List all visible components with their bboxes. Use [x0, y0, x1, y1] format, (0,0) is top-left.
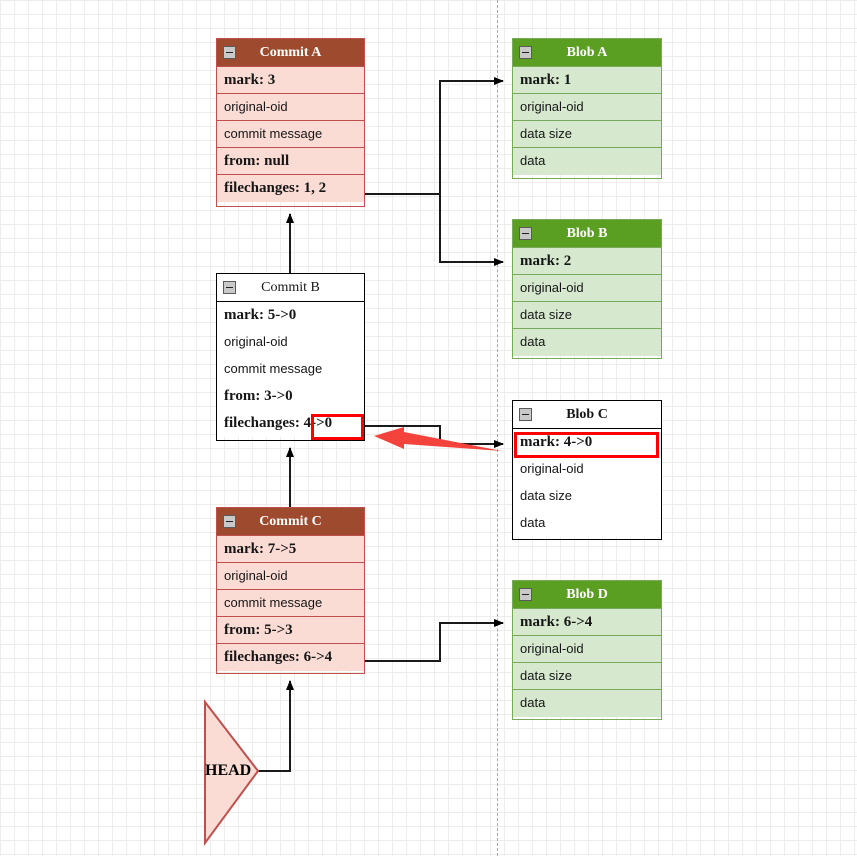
commit-c-row-filechanges: filechanges: 6->4 [217, 644, 364, 671]
commit-a-row-mark: mark: 3 [217, 67, 364, 94]
entity-blob-c[interactable]: Blob C mark: 4->0 original-oid data size… [512, 400, 662, 540]
minus-box-icon[interactable] [519, 227, 532, 240]
commit-c-row-from: from: 5->3 [217, 617, 364, 644]
blob-d-row-data-size: data size [513, 663, 661, 690]
head-pointer-shape [204, 699, 260, 847]
entity-blob-d[interactable]: Blob D mark: 6->4 original-oid data size… [512, 580, 662, 720]
commit-b-title: Commit B [261, 280, 320, 295]
commit-c-header: Commit C [217, 508, 364, 536]
minus-box-icon[interactable] [223, 46, 236, 59]
minus-box-icon[interactable] [223, 515, 236, 528]
blob-d-title: Blob D [566, 587, 608, 602]
connector-commit-a-to-blob-b [439, 194, 504, 266]
annotation-red-arrow [374, 427, 502, 451]
blob-c-row-data: data [513, 510, 661, 537]
commit-b-row-filechanges: filechanges: 4->0 [217, 410, 364, 437]
blob-b-row-data-size: data size [513, 302, 661, 329]
page-break-line [497, 0, 498, 856]
blob-a-row-data-size: data size [513, 121, 661, 148]
commit-a-header: Commit A [217, 39, 364, 67]
connector-commit-c-to-blob-d [365, 619, 504, 662]
commit-c-title: Commit C [259, 514, 322, 529]
blob-a-row-data: data [513, 148, 661, 175]
entity-blob-b[interactable]: Blob B mark: 2 original-oid data size da… [512, 219, 662, 359]
blob-b-title: Blob B [566, 226, 608, 241]
entity-commit-c[interactable]: Commit C mark: 7->5 original-oid commit … [216, 507, 365, 674]
blob-c-row-data-size: data size [513, 483, 661, 510]
commit-a-row-commit-message: commit message [217, 121, 364, 148]
minus-box-icon[interactable] [519, 588, 532, 601]
blob-c-title: Blob C [566, 407, 608, 422]
entity-commit-b[interactable]: Commit B mark: 5->0 original-oid commit … [216, 273, 365, 441]
connector-commit-b-to-blob-c [365, 425, 504, 448]
blob-d-header: Blob D [513, 581, 661, 609]
commit-c-row-original-oid: original-oid [217, 563, 364, 590]
blob-a-title: Blob A [566, 45, 608, 60]
commit-b-row-commit-message: commit message [217, 356, 364, 383]
blob-b-row-original-oid: original-oid [513, 275, 661, 302]
minus-box-icon[interactable] [223, 281, 236, 294]
blob-b-header: Blob B [513, 220, 661, 248]
head-pointer-label: HEAD [205, 762, 252, 779]
commit-b-row-original-oid: original-oid [217, 329, 364, 356]
blob-d-row-data: data [513, 690, 661, 717]
blob-d-row-mark: mark: 6->4 [513, 609, 661, 636]
entity-blob-a[interactable]: Blob A mark: 1 original-oid data size da… [512, 38, 662, 179]
blob-a-row-mark: mark: 1 [513, 67, 661, 94]
blob-a-row-original-oid: original-oid [513, 94, 661, 121]
commit-b-header: Commit B [217, 274, 364, 302]
commit-a-title: Commit A [259, 45, 322, 60]
blob-c-row-mark: mark: 4->0 [513, 429, 661, 456]
commit-c-row-commit-message: commit message [217, 590, 364, 617]
connector-commit-a-to-blob-a [439, 77, 504, 194]
commit-c-row-mark: mark: 7->5 [217, 536, 364, 563]
commit-a-row-from: from: null [217, 148, 364, 175]
commit-a-row-filechanges: filechanges: 1, 2 [217, 175, 364, 202]
blob-b-row-mark: mark: 2 [513, 248, 661, 275]
connector-head-to-commit-c [258, 680, 294, 772]
blob-a-header: Blob A [513, 39, 661, 67]
commit-a-row-original-oid: original-oid [217, 94, 364, 121]
minus-box-icon[interactable] [519, 46, 532, 59]
blob-d-row-original-oid: original-oid [513, 636, 661, 663]
minus-box-icon[interactable] [519, 408, 532, 421]
blob-c-header: Blob C [513, 401, 661, 429]
entity-commit-a[interactable]: Commit A mark: 3 original-oid commit mes… [216, 38, 365, 207]
commit-b-row-from: from: 3->0 [217, 383, 364, 410]
blob-b-row-data: data [513, 329, 661, 356]
commit-b-row-mark: mark: 5->0 [217, 302, 364, 329]
blob-c-row-original-oid: original-oid [513, 456, 661, 483]
